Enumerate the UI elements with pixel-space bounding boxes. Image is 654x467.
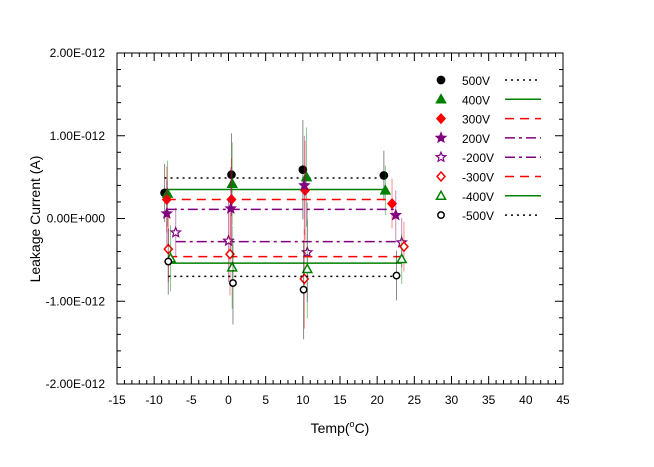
data-point [395, 253, 408, 264]
x-tick-label: 35 [482, 393, 496, 407]
x-tick-label: 30 [445, 393, 459, 407]
data-point [164, 257, 173, 266]
plot-frame [116, 52, 564, 385]
series--300V [163, 212, 409, 329]
data-point [379, 171, 389, 180]
series--200V [169, 199, 409, 303]
x-tick-label: 5 [262, 393, 269, 407]
data-point [160, 206, 174, 219]
x-tick-label: 20 [370, 393, 384, 407]
x-tick-label: 10 [296, 393, 310, 407]
data-point [387, 197, 398, 210]
data-point [229, 279, 237, 287]
data-point [392, 271, 401, 280]
series--400V [164, 219, 408, 319]
data-point [163, 243, 174, 255]
x-tick-label: -15 [108, 393, 126, 407]
legend-marker [435, 170, 447, 183]
data-point [161, 193, 172, 206]
data-point [227, 170, 236, 179]
x-tick-label: -10 [145, 393, 163, 407]
x-tick-label: -5 [186, 393, 197, 407]
series-500V [160, 120, 389, 222]
x-axis-label: Temp(oC) [311, 419, 370, 436]
legend-label: 300V [462, 113, 490, 127]
legend-label: 500V [462, 74, 490, 88]
legend-marker [434, 131, 448, 144]
legend-marker [435, 93, 447, 104]
legend-marker [435, 112, 447, 125]
legend-marker [434, 150, 448, 163]
x-tick-label: 25 [408, 393, 422, 407]
series-300V [161, 140, 398, 241]
data-point [226, 177, 238, 188]
data-point [301, 262, 314, 274]
data-point [389, 208, 403, 221]
y-tick-label: 1.00E-012 [50, 129, 106, 143]
data-point [224, 248, 235, 260]
x-tick-label: 15 [333, 393, 347, 407]
y-tick-label: 0.00E+000 [47, 212, 106, 226]
y-tick-label: -1.00E-012 [46, 294, 106, 308]
data-point [379, 184, 392, 195]
legend: 500V 400V 300V 200V -200V -300V -400V -500V [434, 74, 541, 223]
legend-label: 200V [462, 132, 490, 146]
legend-label: -500V [462, 209, 494, 223]
series-400V [161, 127, 392, 227]
legend-label: -200V [462, 151, 494, 165]
data-point [298, 165, 308, 175]
data-point [300, 245, 314, 258]
legend-label: -300V [462, 171, 494, 185]
data-point [224, 202, 238, 214]
data-point [300, 171, 313, 182]
series-200V [160, 135, 403, 250]
y-axis-label: Leakage Current (A) [27, 156, 43, 283]
data-point [398, 241, 409, 253]
data-point [222, 234, 235, 247]
y-tick-label: 2.00E-012 [50, 46, 106, 60]
legend-label: -400V [462, 190, 494, 204]
data-point [226, 261, 238, 272]
series--500V [164, 228, 401, 340]
x-tick-label: 40 [519, 393, 533, 407]
legend-marker [437, 211, 445, 220]
legend-label: 400V [462, 93, 490, 107]
data-point [298, 178, 311, 191]
x-tick-label: 45 [556, 393, 570, 407]
data-point [169, 226, 183, 238]
x-tick-label: 0 [225, 393, 232, 407]
legend-marker [435, 189, 447, 201]
y-tick-label: -2.00E-012 [46, 377, 106, 391]
legend-marker [436, 75, 446, 85]
data-point [299, 285, 308, 294]
